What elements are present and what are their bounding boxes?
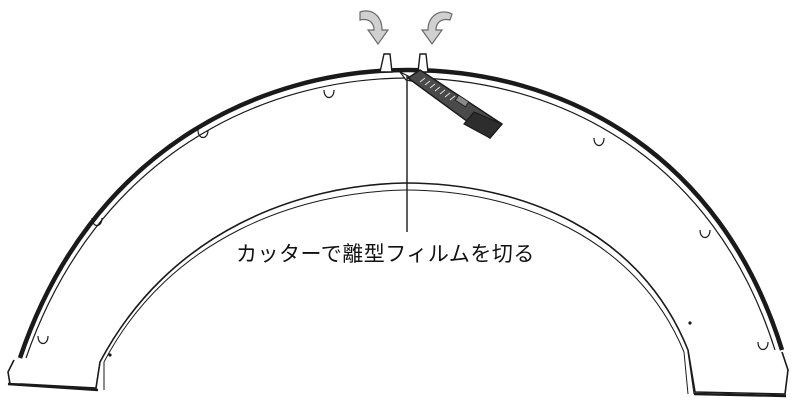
fender-flare-arch (7, 67, 789, 398)
peel-arrow-icon (359, 10, 453, 46)
clip-loops (37, 89, 769, 351)
callout-label: カッターで離型フィルムを切る (236, 242, 535, 266)
release-film-tab (379, 53, 429, 73)
utility-knife-icon (399, 69, 504, 139)
